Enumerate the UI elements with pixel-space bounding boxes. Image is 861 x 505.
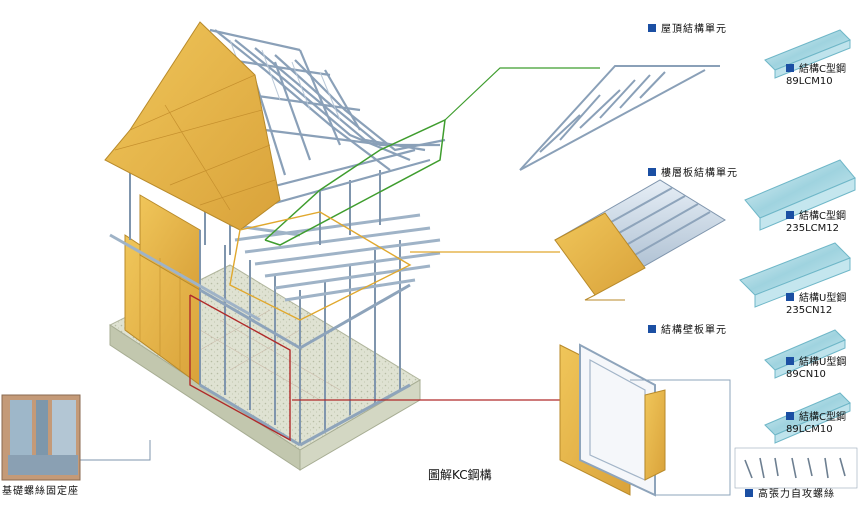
bullet-square-icon — [786, 357, 794, 365]
profile-4-image — [764, 329, 846, 379]
wall-studs — [129, 190, 401, 445]
screws-illustration — [734, 447, 858, 489]
bullet-square-icon — [786, 64, 794, 72]
connector-foundation — [80, 440, 151, 461]
floor-unit-outline — [229, 211, 412, 321]
bullet-square-icon — [786, 211, 794, 219]
house-illustration — [104, 21, 446, 471]
roof-unit-label: 屋頂結構單元 — [648, 24, 727, 36]
bullet-square-icon — [786, 412, 794, 420]
bullet-square-icon — [786, 293, 794, 301]
profile-2-image — [744, 159, 856, 231]
floor-unit-label: 樓層板結構單元 — [648, 168, 738, 180]
wall-panel-unit — [559, 343, 731, 497]
roof-truss-unit — [519, 65, 720, 171]
foundation-label: 基礎螺絲固定座 — [2, 486, 79, 497]
floor-grid — [199, 309, 341, 401]
wall-unit-outline — [189, 294, 291, 442]
roof-trusses — [209, 28, 446, 212]
roof-sheathing — [104, 21, 281, 231]
profile-thumbnails — [739, 29, 856, 444]
bullet-square-icon — [648, 24, 656, 32]
screw-label: 高張力自攻螺絲 — [745, 489, 835, 501]
profile-3-image — [739, 242, 851, 308]
bullet-square-icon — [648, 168, 656, 176]
bullet-square-icon — [648, 325, 656, 333]
bullet-square-icon — [745, 489, 753, 497]
profile-5-image — [764, 392, 851, 444]
floor-unit — [554, 179, 726, 301]
connector-roof — [444, 67, 600, 121]
foundation-photo — [1, 394, 81, 481]
diagram-title: 圖解KC鋼構 — [428, 468, 492, 482]
wall-unit-label: 結構壁板單元 — [648, 325, 727, 337]
